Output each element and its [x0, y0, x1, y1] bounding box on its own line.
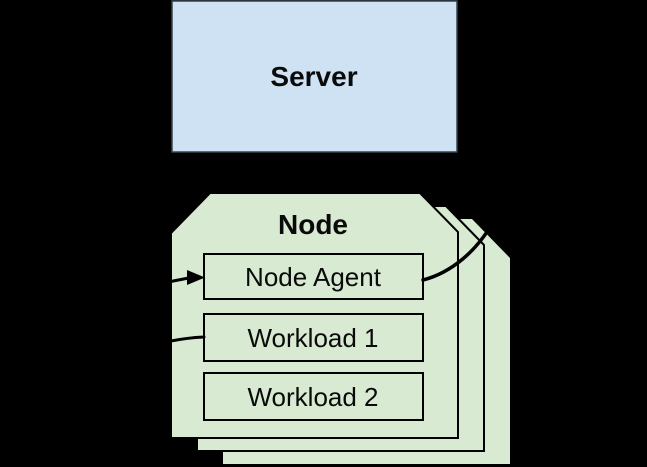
server-shape: Server — [171, 0, 458, 153]
workload-1-label: Workload 1 — [247, 323, 378, 353]
workload-2-rect — [203, 372, 424, 421]
server-border — [171, 0, 458, 153]
curve-at-workload-1-left — [130, 335, 206, 353]
node-title: Node — [278, 209, 348, 240]
server-label: Server — [270, 61, 357, 92]
arrow-into-node-agent-head-icon — [187, 270, 205, 285]
workload-1-box: Workload 1 — [203, 313, 424, 362]
node-agent-box: Node Agent — [203, 253, 424, 300]
workload-2-label: Workload 2 — [247, 382, 378, 412]
connectors — [116, 163, 520, 353]
node-agent-rect — [203, 253, 424, 300]
server-rect — [172, 1, 457, 152]
node-agent-label: Node Agent — [245, 262, 382, 292]
workload-2-box: Workload 2 — [203, 372, 424, 421]
arrow-into-node-agent-shaft — [116, 276, 191, 294]
curve-from-node-agent-right — [421, 163, 520, 282]
